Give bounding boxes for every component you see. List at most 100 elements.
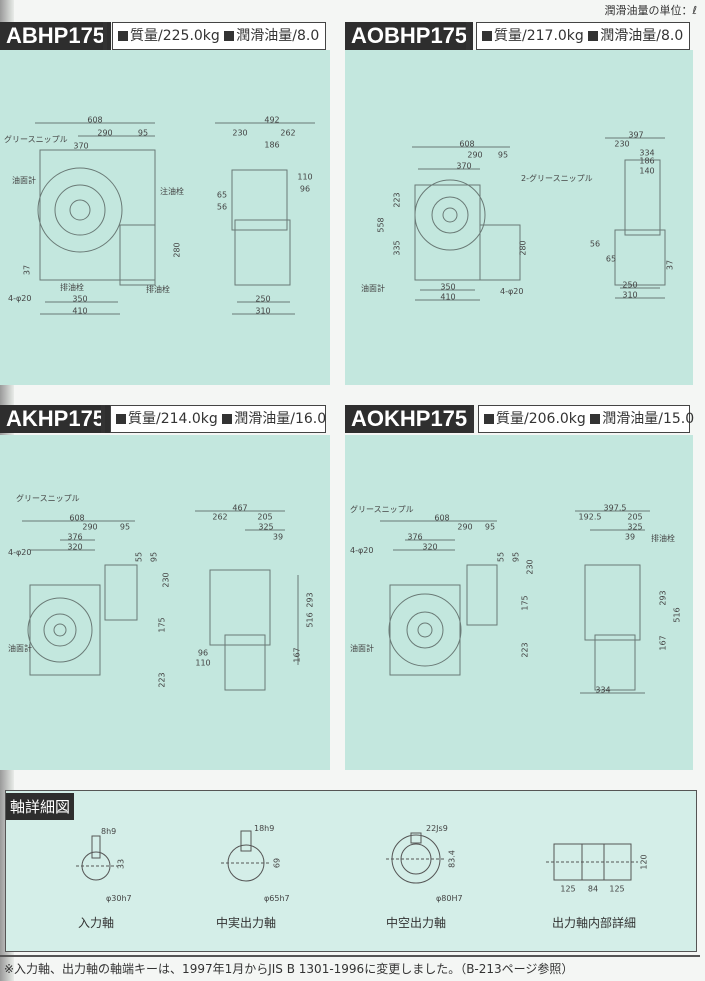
callout-label: 排油栓 bbox=[60, 283, 84, 292]
key-dim-label: 18h9 bbox=[254, 824, 275, 833]
dim-label: 376 bbox=[407, 532, 423, 542]
dia-label: φ80H7 bbox=[436, 894, 463, 903]
model-title-akhp175: AKHP175 bbox=[0, 405, 112, 433]
dim-label: 262 bbox=[280, 128, 296, 138]
callout-label: 4-φ20 bbox=[8, 294, 32, 303]
dim-label: 608 bbox=[69, 513, 85, 523]
dim-label: 558 bbox=[376, 217, 386, 233]
spec-box: 質量/217.0kg 潤滑油量/8.0 bbox=[476, 22, 690, 50]
dim-label: 397.5 bbox=[603, 503, 627, 513]
callout-label: グリースニップル bbox=[16, 494, 80, 503]
drawing-panel-aobhp175: 397 608 290 95 370 230 334 186 140 223 5… bbox=[345, 50, 693, 385]
dim-label: 376 bbox=[67, 532, 83, 542]
bullet-square-icon bbox=[482, 31, 492, 41]
callout-label: 油面計 bbox=[8, 644, 32, 653]
callout-label: 2-グリースニップル bbox=[521, 174, 593, 183]
drawing-panel-akhp175: 467 262 205 325 39 608 290 95 376 320 55… bbox=[0, 435, 330, 770]
dim-label: 167 bbox=[658, 635, 668, 651]
dim-label: 55 bbox=[134, 551, 144, 563]
dim-label: 410 bbox=[440, 292, 456, 302]
dim-label: 192.5 bbox=[578, 512, 602, 522]
oil-text: 潤滑油量/8.0 bbox=[236, 28, 320, 44]
bullet-square-icon bbox=[590, 414, 601, 424]
shaft-drawings bbox=[76, 830, 638, 884]
section-title: 軸詳細図 bbox=[6, 793, 75, 820]
spec-box: 質量/225.0kg 潤滑油量/8.0 bbox=[112, 22, 326, 50]
dim-label: 95 bbox=[497, 150, 509, 160]
unit-note: 潤滑油量の単位：ℓ bbox=[604, 4, 697, 17]
dim-label: 293 bbox=[658, 590, 668, 606]
dim-label: 120 bbox=[639, 854, 649, 870]
dim-label: 96 bbox=[197, 648, 209, 658]
dim-label: 293 bbox=[305, 592, 315, 608]
dim-label: 280 bbox=[172, 242, 182, 258]
key-dim-label: 22Js9 bbox=[426, 824, 448, 833]
dim-label: 608 bbox=[87, 115, 103, 125]
bullet-square-icon bbox=[222, 414, 233, 424]
dia-label: φ65h7 bbox=[264, 894, 290, 903]
mass-text: 質量/225.0kg bbox=[130, 28, 220, 44]
dim-label: 310 bbox=[255, 306, 271, 316]
dim-label: 516 bbox=[672, 607, 682, 623]
dim-label: 290 bbox=[457, 522, 473, 532]
dim-label: 96 bbox=[299, 184, 311, 194]
oil-text: 潤滑油量/16.0 bbox=[234, 411, 327, 427]
callout-label: 4-φ20 bbox=[350, 546, 374, 555]
dim-label: 37 bbox=[665, 259, 675, 271]
callout-label: 油面計 bbox=[12, 176, 36, 185]
dim-label: 320 bbox=[67, 542, 83, 552]
dim-label: 95 bbox=[119, 522, 131, 532]
dim-label: 65 bbox=[605, 254, 617, 264]
dim-label: 230 bbox=[232, 128, 248, 138]
dim-label: 608 bbox=[459, 139, 475, 149]
dim-label: 397 bbox=[628, 130, 644, 140]
dim-label: 280 bbox=[518, 240, 528, 256]
bullet-square-icon bbox=[224, 31, 235, 41]
dim-label: 608 bbox=[434, 513, 450, 523]
dim-label: 516 bbox=[305, 612, 315, 628]
dim-label: 186 bbox=[264, 140, 280, 150]
dim-label: 230 bbox=[525, 559, 535, 575]
dimension-drawing bbox=[380, 510, 650, 694]
spec-box: 質量/206.0kg 潤滑油量/15.0 bbox=[478, 405, 694, 433]
callout-label: 排油栓 bbox=[651, 534, 675, 543]
header-divider bbox=[470, 405, 474, 433]
dim-label: 492 bbox=[264, 115, 280, 125]
dim-label: 230 bbox=[161, 572, 171, 588]
dim-label: 125 bbox=[560, 884, 576, 894]
dim-label: 335 bbox=[392, 240, 402, 256]
oil-text: 潤滑油量/15.0 bbox=[602, 411, 695, 427]
oil-text: 潤滑油量/8.0 bbox=[600, 28, 684, 44]
dim-label: 262 bbox=[212, 512, 228, 522]
dim-label: 350 bbox=[72, 294, 88, 304]
caption-output-shaft-inner-detail: 出力軸内部詳細 bbox=[551, 916, 637, 930]
callout-label: グリースニップル bbox=[4, 135, 68, 144]
dim-label: 250 bbox=[255, 294, 271, 304]
callout-label: 4-φ20 bbox=[500, 287, 524, 296]
dim-label: 167 bbox=[292, 647, 302, 663]
dim-label: 95 bbox=[137, 128, 149, 138]
dia-label: φ30h7 bbox=[106, 894, 132, 903]
dim-label: 33 bbox=[116, 858, 126, 870]
dimension-drawing bbox=[412, 137, 666, 301]
drawing-panel-abhp175: 608 290 95 370 492 230 262 186 110 96 65… bbox=[0, 50, 330, 385]
dim-label: 410 bbox=[72, 306, 88, 316]
dim-label: 223 bbox=[157, 672, 167, 688]
dim-label: 325 bbox=[627, 522, 643, 532]
divider bbox=[0, 955, 700, 957]
dim-label: 37 bbox=[22, 264, 32, 276]
header-divider bbox=[466, 22, 470, 50]
dim-label: 290 bbox=[467, 150, 483, 160]
callout-label: 排油栓 bbox=[146, 285, 170, 294]
dim-label: 250 bbox=[622, 280, 638, 290]
mass-text: 質量/206.0kg bbox=[496, 411, 586, 427]
model-title-abhp175: ABHP175 bbox=[0, 22, 112, 50]
dim-label: 110 bbox=[297, 172, 313, 182]
dim-label: 223 bbox=[392, 192, 402, 208]
caption-solid-output-shaft: 中実出力軸 bbox=[215, 916, 277, 930]
dim-label: 175 bbox=[520, 595, 530, 611]
dim-label: 370 bbox=[73, 141, 89, 151]
bullet-square-icon bbox=[588, 31, 599, 41]
model-title-aokhp175: AOKHP175 bbox=[345, 405, 474, 433]
dimension-drawing bbox=[22, 510, 299, 691]
